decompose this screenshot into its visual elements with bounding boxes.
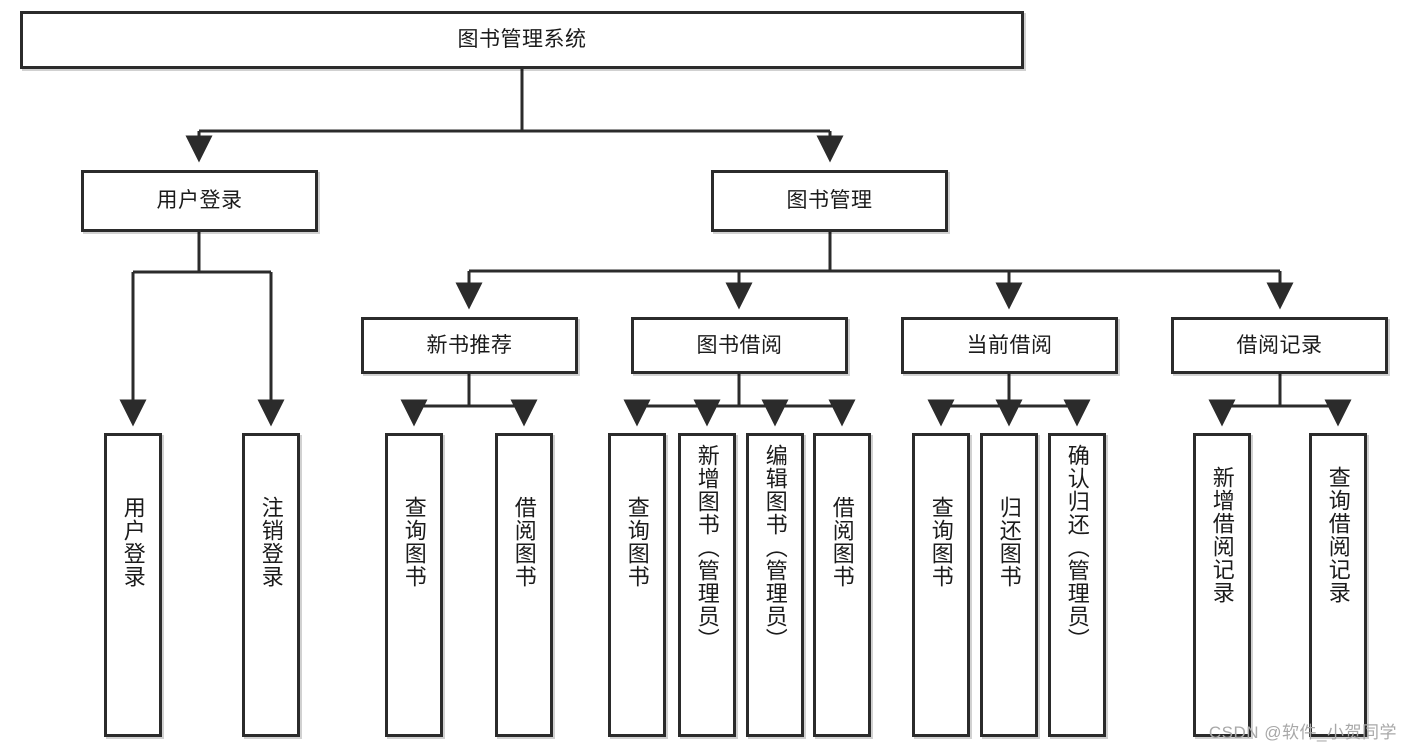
node-current-borrow[interactable]: 当前借阅 (901, 317, 1118, 374)
node-user-login[interactable]: 用户登录 (81, 170, 318, 232)
leaf-query-borrow-record-label: 查询借阅记录 (1325, 466, 1351, 604)
node-new-book-recommend-label: 新书推荐 (426, 333, 513, 357)
leaf-add-book-admin-label: 新增图书（管理员） (694, 444, 720, 651)
leaf-query-borrow-record[interactable]: 查询借阅记录 (1309, 433, 1367, 737)
node-book-manage[interactable]: 图书管理 (711, 170, 948, 232)
leaf-add-borrow-record-label: 新增借阅记录 (1209, 466, 1235, 604)
leaf-confirm-return-admin[interactable]: 确认归还（管理员） (1048, 433, 1106, 737)
node-root[interactable]: 图书管理系统 (20, 11, 1024, 69)
node-book-borrow[interactable]: 图书借阅 (631, 317, 848, 374)
leaf-confirm-return-admin-label: 确认归还（管理员） (1064, 444, 1090, 651)
leaf-add-borrow-record[interactable]: 新增借阅记录 (1193, 433, 1251, 737)
leaf-edit-book-admin[interactable]: 编辑图书（管理员） (746, 433, 804, 737)
leaf-return-book[interactable]: 归还图书 (980, 433, 1038, 737)
leaf-borrow-book-2-label: 借阅图书 (829, 496, 855, 588)
leaf-edit-book-admin-label: 编辑图书（管理员） (762, 444, 788, 651)
node-current-borrow-label: 当前借阅 (966, 333, 1053, 357)
node-book-manage-label: 图书管理 (786, 189, 873, 213)
node-borrow-record[interactable]: 借阅记录 (1171, 317, 1388, 374)
leaf-add-book-admin[interactable]: 新增图书（管理员） (678, 433, 736, 737)
node-borrow-record-label: 借阅记录 (1236, 333, 1323, 357)
node-book-borrow-label: 图书借阅 (696, 333, 783, 357)
node-root-label: 图书管理系统 (457, 28, 587, 52)
leaf-borrow-book-2[interactable]: 借阅图书 (813, 433, 871, 737)
leaf-query-book-2[interactable]: 查询图书 (608, 433, 666, 737)
leaf-logout-login[interactable]: 注销登录 (242, 433, 300, 737)
leaf-borrow-book-1-label: 借阅图书 (511, 496, 537, 588)
watermark: CSDN @软件_小贺同学 (1208, 723, 1397, 742)
node-user-login-label: 用户登录 (156, 189, 243, 213)
leaf-query-book-1[interactable]: 查询图书 (385, 433, 443, 737)
leaf-query-book-2-label: 查询图书 (624, 496, 650, 588)
leaf-query-book-1-label: 查询图书 (401, 496, 427, 588)
leaf-query-book-3[interactable]: 查询图书 (912, 433, 970, 737)
leaf-logout-login-label: 注销登录 (258, 496, 284, 588)
leaf-return-book-label: 归还图书 (996, 496, 1022, 588)
node-new-book-recommend[interactable]: 新书推荐 (361, 317, 578, 374)
leaf-user-login[interactable]: 用户登录 (104, 433, 162, 737)
leaf-query-book-3-label: 查询图书 (928, 496, 954, 588)
leaf-user-login-label: 用户登录 (120, 496, 146, 588)
leaf-borrow-book-1[interactable]: 借阅图书 (495, 433, 553, 737)
